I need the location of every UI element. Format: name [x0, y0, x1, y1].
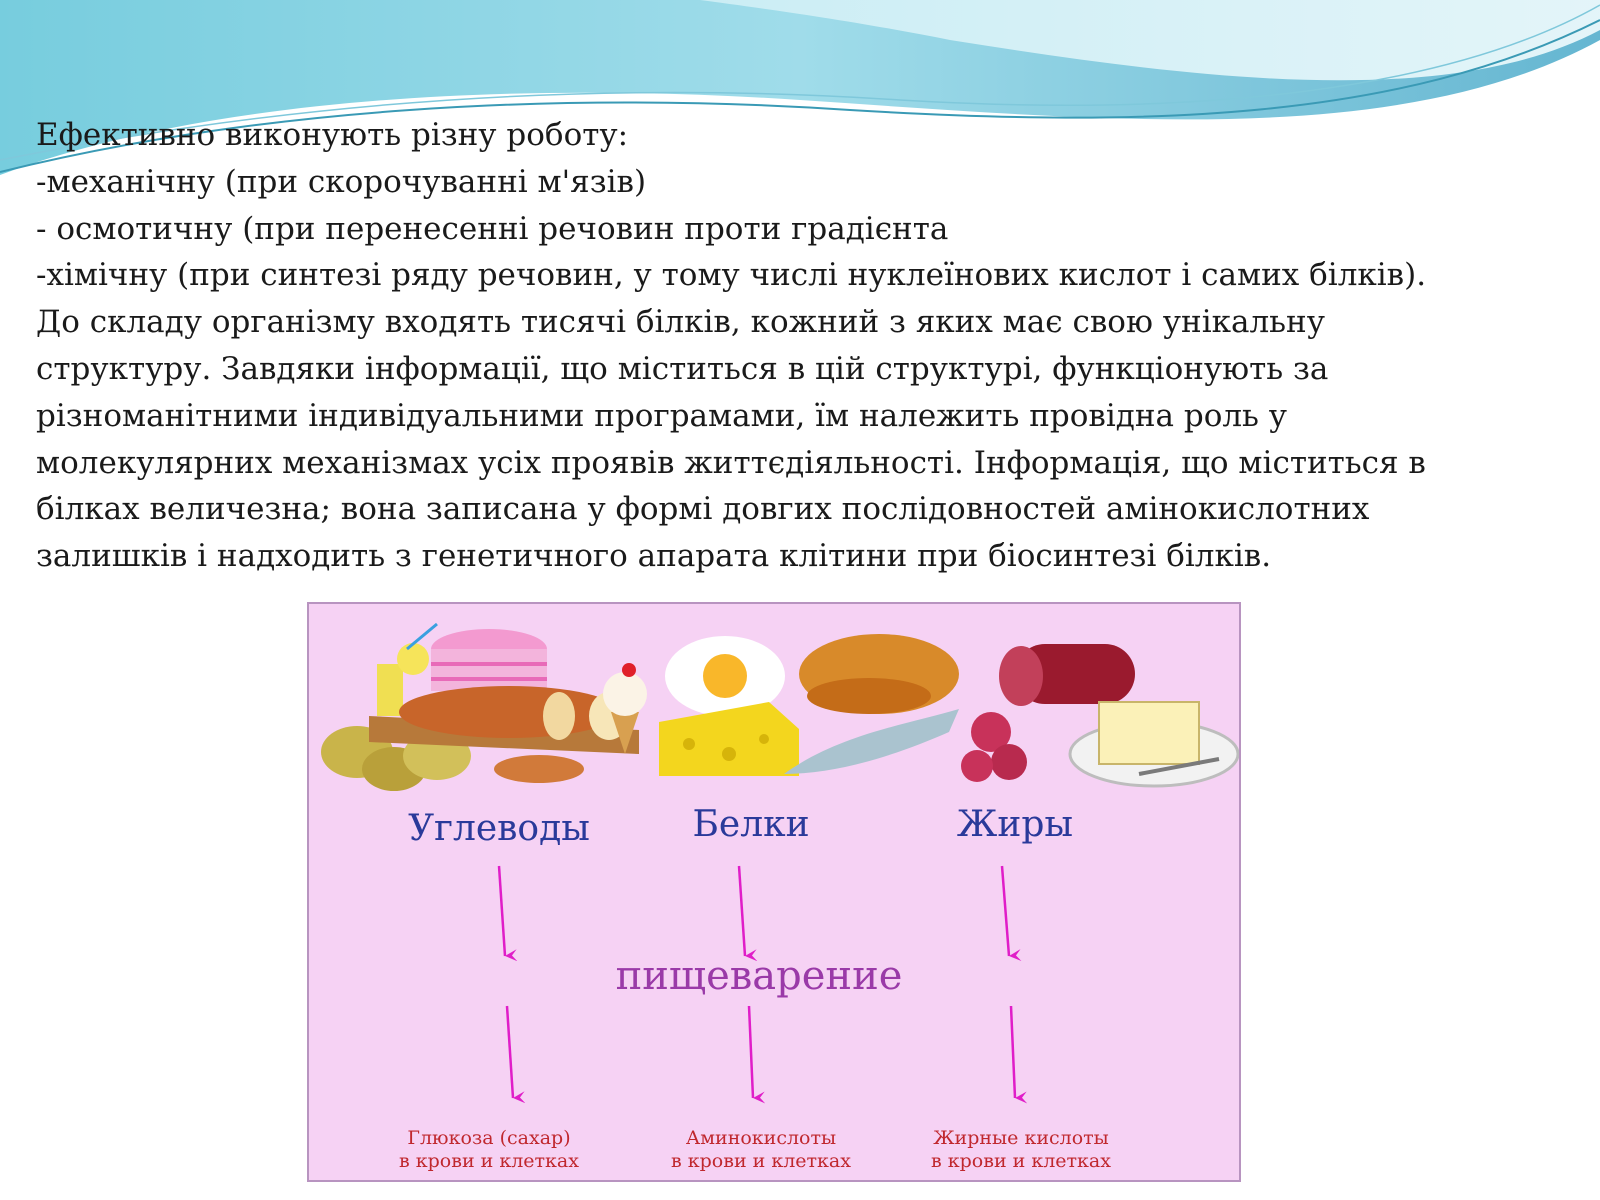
product-fatty-acids-line2: в крови и клетках: [931, 1150, 1111, 1172]
product-glucose-line2: в крови и клетках: [399, 1150, 579, 1172]
arrow-fats-down: [1000, 865, 1022, 962]
digestion-diagram-drawing: Углеводы Белки Жиры пищеварение Глюкоза …: [321, 622, 1239, 1172]
header-wave-decoration: [0, 0, 1600, 175]
nutrient-label-proteins: Белки: [692, 804, 809, 845]
arrow-carbohydrates-down: [497, 865, 518, 962]
arrow-proteins-result: [747, 1005, 766, 1104]
arrow-fats-result: [1009, 1005, 1028, 1104]
digestion-diagram: Углеводы Белки Жиры пищеварение Глюкоза …: [307, 602, 1241, 1182]
nutrient-label-carbohydrates: Углеводы: [408, 808, 590, 849]
nutrient-label-fats: Жиры: [957, 804, 1073, 845]
product-amino-acids-line1: Аминокислоты: [686, 1127, 836, 1149]
arrow-carbohydrates-result: [505, 1005, 526, 1104]
body-text: Ефективно виконують різну роботу: -механ…: [36, 117, 1427, 575]
product-fatty-acids-line1: Жирные кислоты: [933, 1127, 1109, 1149]
food-illustration: [321, 622, 1239, 791]
product-amino-acids-line2: в крови и клетках: [671, 1150, 851, 1172]
product-glucose-line1: Глюкоза (сахар): [407, 1127, 570, 1149]
arrow-proteins-down: [737, 865, 758, 962]
process-label: пищеварение: [616, 953, 903, 999]
